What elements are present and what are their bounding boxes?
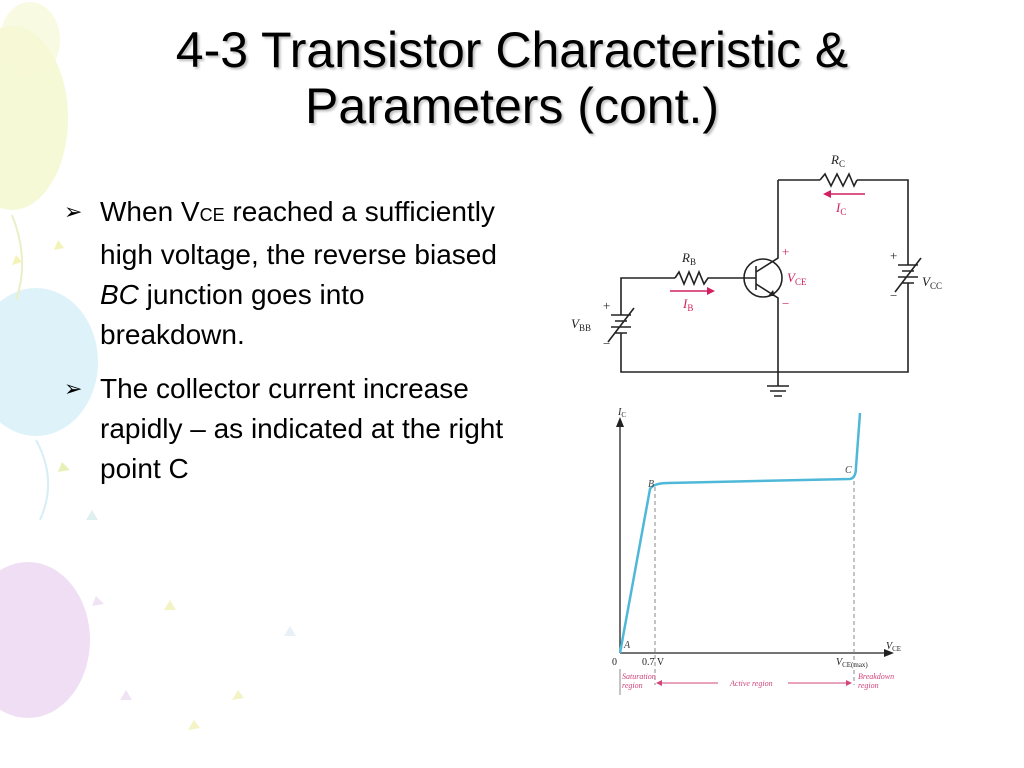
transistor-collector [755,250,779,273]
collector-characteristic-graph: A B C IC VCE 0 0.7 V VCE(max) Saturation… [612,407,901,695]
label-vbb-plus: + [603,298,610,313]
transistor-symbol [743,258,783,298]
active-region-label: Active region [729,679,773,688]
wire-top [778,179,909,250]
point-b-label: B [648,479,654,490]
y-axis-arrow-icon [616,417,624,427]
balloon-cyan [0,288,98,436]
label-vcc: VCC [922,274,942,291]
battery-vbb [607,307,635,343]
battery-vcc [894,250,922,305]
title-line-1: 4-3 Transistor Characteristic & [175,22,849,78]
transistor-circuit-diagram: RC IC RB IB + VCE − + VCC − + VBB − [571,152,942,397]
balloon-string [11,214,24,301]
balloon-purple [0,562,90,718]
label-ic: IC [835,200,846,217]
confetti [54,240,64,250]
label-vcc-plus: + [890,248,897,263]
arrow-bullet-icon: ➢ [64,376,83,401]
wire-left-base [620,277,675,310]
label-vbb: VBB [571,316,591,333]
label-vce: VCE [787,270,807,287]
tick-vcemax: VCE(max) [836,657,868,669]
arrow-bullet-icon: ➢ [64,199,83,224]
confetti [120,690,132,700]
confetti [86,510,98,520]
wire-right [620,305,909,373]
bullet-item: ➢ The collector current increase rapidly… [64,369,504,489]
x-axis-arrow-icon [884,649,894,657]
y-axis-label: IC [617,407,626,419]
tick-07v: 0.7 V [642,657,665,668]
point-c-label: C [845,465,852,476]
label-vce-minus: − [782,296,789,311]
emitter-arrow-icon [768,290,775,296]
transistor-emitter [755,283,779,372]
confetti [188,720,200,730]
title-line-2: Parameters (cont.) [304,78,719,134]
ground-symbol [767,372,789,397]
confetti [232,690,244,700]
label-vcc-minus: − [890,288,897,303]
transistor-base [745,266,757,290]
label-vbb-minus: − [603,336,610,351]
slide-title: 4-3 Transistor Characteristic & Paramete… [0,22,1024,134]
x-axis-label: VCE [886,641,901,653]
label-rb: RB [681,250,696,267]
bullet-list: ➢ When VCE reached a sufficiently high v… [64,192,504,503]
bullet-item: ➢ When VCE reached a sufficiently high v… [64,192,504,355]
resistor-rb [674,269,745,287]
confetti [164,600,176,610]
balloon-string [35,439,49,521]
confetti [284,626,296,636]
confetti [58,462,70,472]
label-vce-plus: + [782,244,789,259]
label-rc: RC [830,152,845,169]
origin-label: 0 [612,657,617,668]
characteristic-curve [618,412,862,654]
balloon-yellow-small [0,2,60,78]
label-ib: IB [682,296,693,313]
confetti [12,255,22,265]
confetti [92,596,104,606]
resistor-rc [819,172,858,188]
point-a-label: A [623,640,631,651]
